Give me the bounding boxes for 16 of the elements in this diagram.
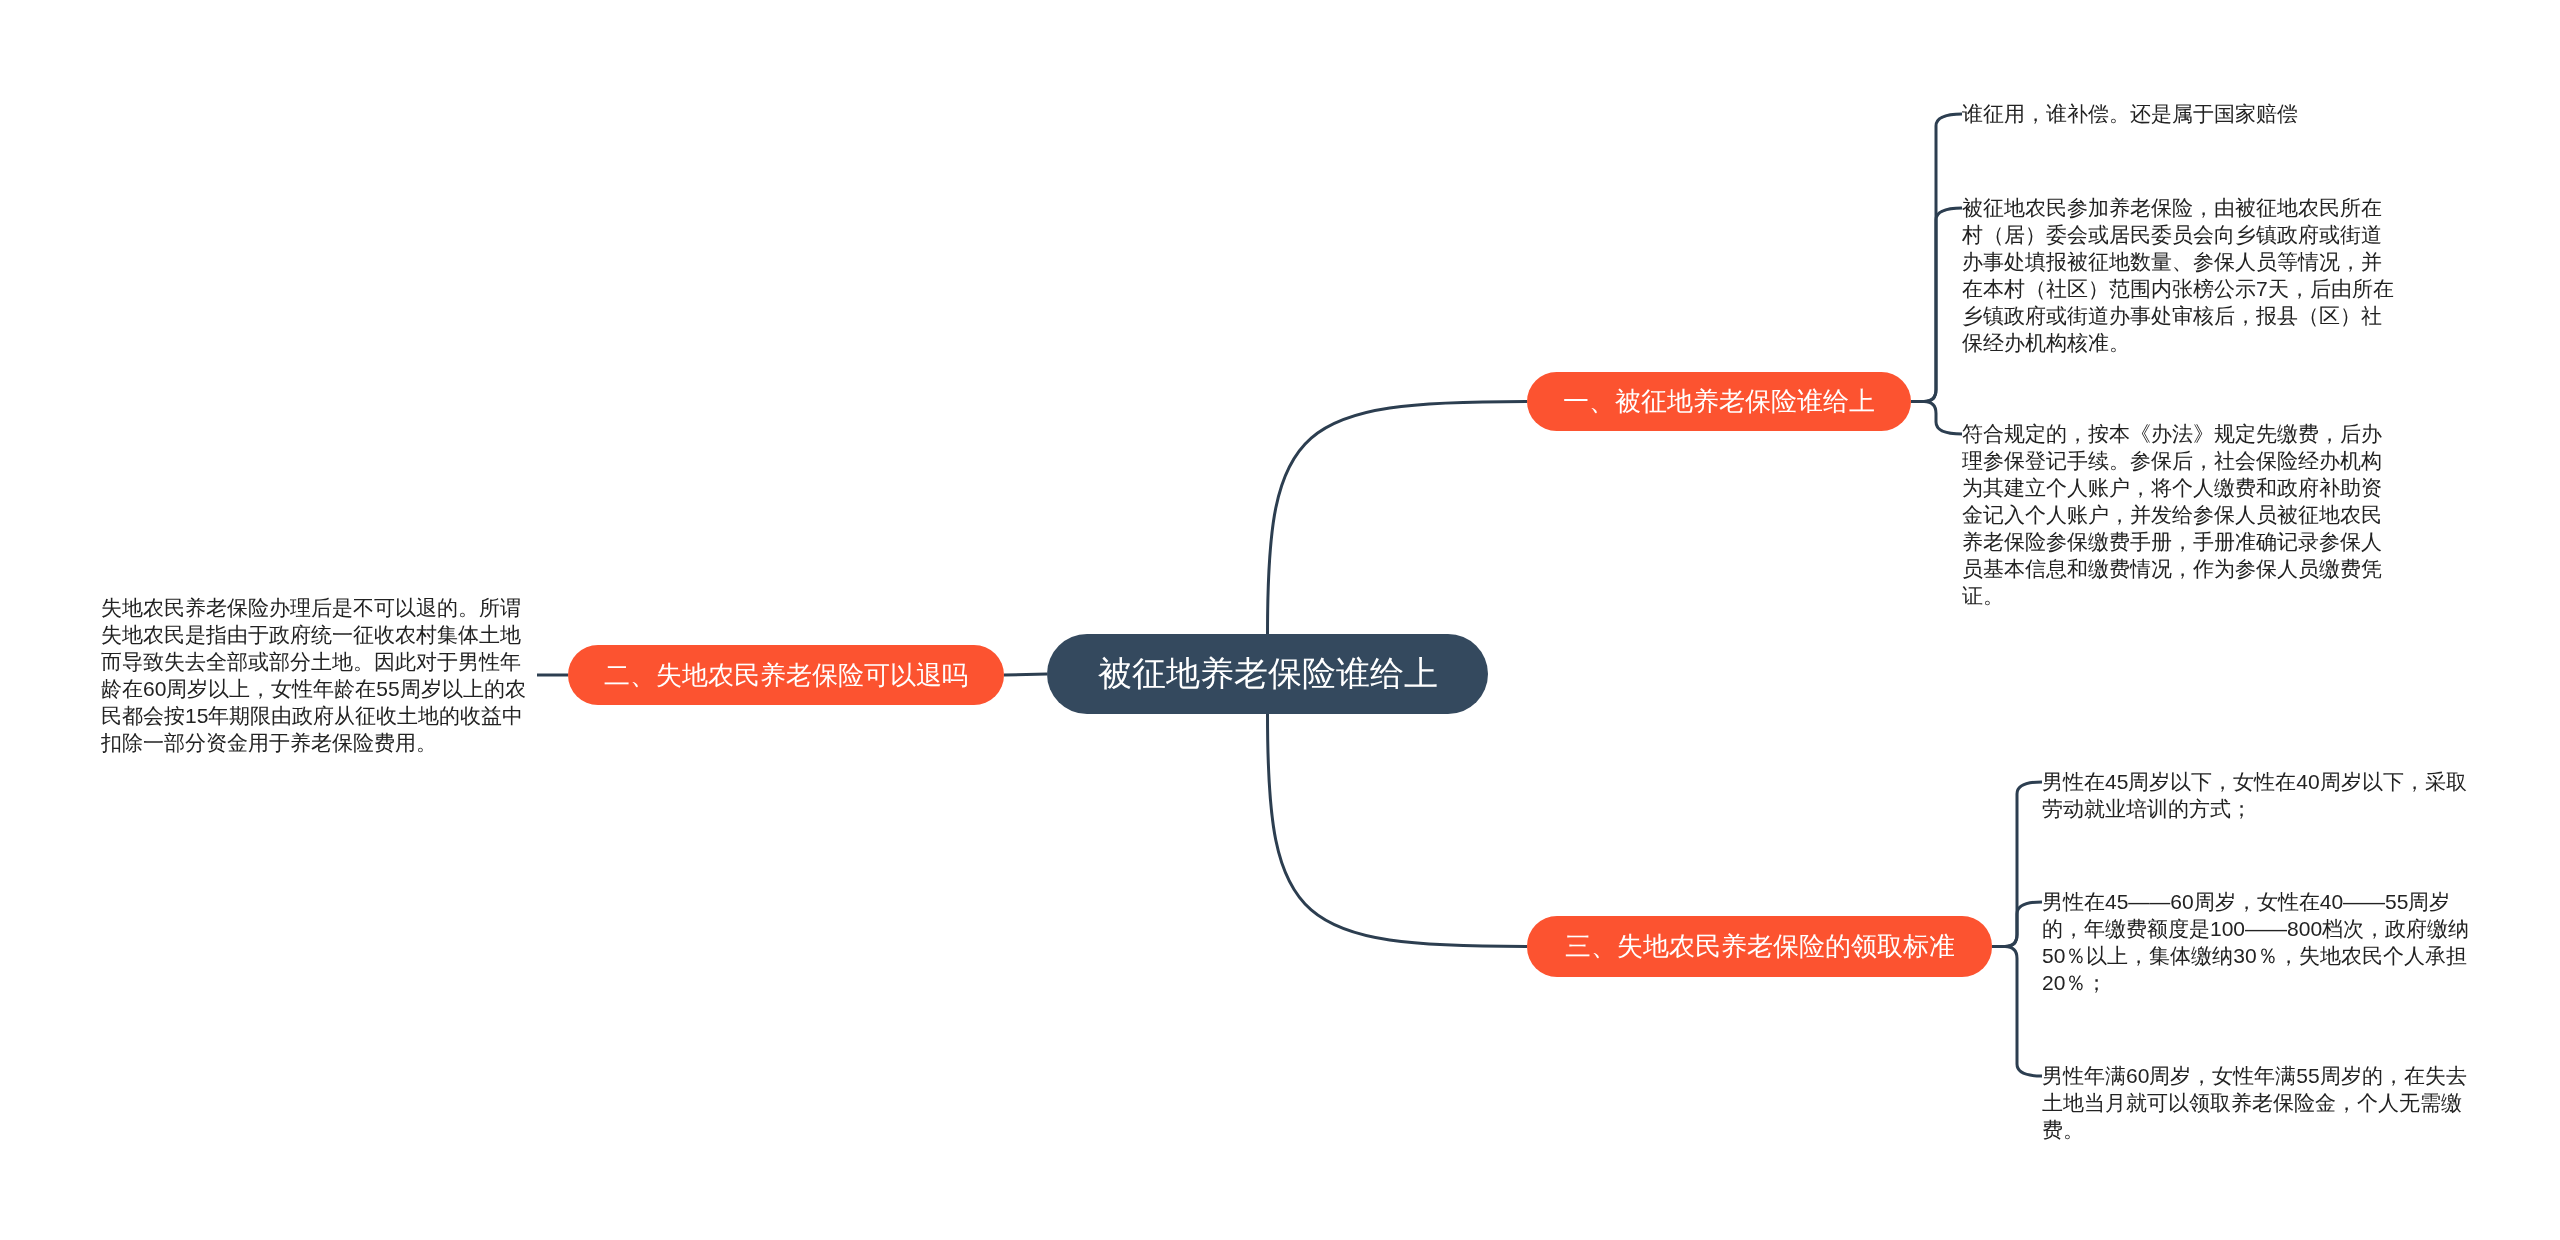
note-text: 谁征用，谁补偿。还是属于国家赔偿 <box>1962 100 2402 127</box>
connector-line <box>537 673 568 677</box>
note-text: 男性年满60周岁，女性年满55周岁的，在失去土地当月就可以领取养老保险金，个人无需缴费。 <box>2042 1062 2472 1143</box>
note-text: 男性在45周岁以下，女性在40周岁以下，采取劳动就业培训的方式； <box>2042 768 2472 822</box>
note-text: 被征地农民参加养老保险，由被征地农民所在村（居）委会或居民委员会向乡镇政府或街道办事处填报被征地数量、参保人员等情况，并在本村（社区）范围内张榜公示7天，后由所在乡镇政府或街道办事处审核后，报县（区）社保经办机构核准。 <box>1962 194 2402 356</box>
connector-line <box>1266 713 1527 948</box>
topic-box: 一、被征地养老保险谁给上 <box>1527 372 1911 431</box>
topic-box: 二、失地农民养老保险可以退吗 <box>568 645 1004 705</box>
topic-box: 三、失地农民养老保险的领取标准 <box>1527 916 1992 977</box>
connector-line <box>1266 400 1527 635</box>
central-topic: 被征地养老保险谁给上 <box>1047 634 1488 714</box>
note-text: 男性在45——60周岁，女性在40——55周岁的，年缴费额度是100——800档次，政府缴纳50％以上，集体缴纳30％，失地农民个人承担20％； <box>2042 888 2472 996</box>
connector-line <box>1911 400 1963 436</box>
note-text: 符合规定的，按本《办法》规定先缴费，后办理参保登记手续。参保后，社会保险经办机构为其建立个人账户，将个人缴费和政府补助资金记入个人账户，并发给参保人员被征地农民养老保险参保缴费手册，手册准确记录参保人员基本信息和缴费情况，作为参保人员缴费凭证。 <box>1962 420 2402 609</box>
note-text: 失地农民养老保险办理后是不可以退的。所谓失地农民是指由于政府统一征收农村集体土地而导致失去全部或部分土地。因此对于男性年龄在60周岁以上，女性年龄在55周岁以上的农民都会按15年期限由政府从征收土地的收益中扣除一部分资金用于养老保险费用。 <box>101 594 537 756</box>
connector-line <box>1003 672 1048 677</box>
